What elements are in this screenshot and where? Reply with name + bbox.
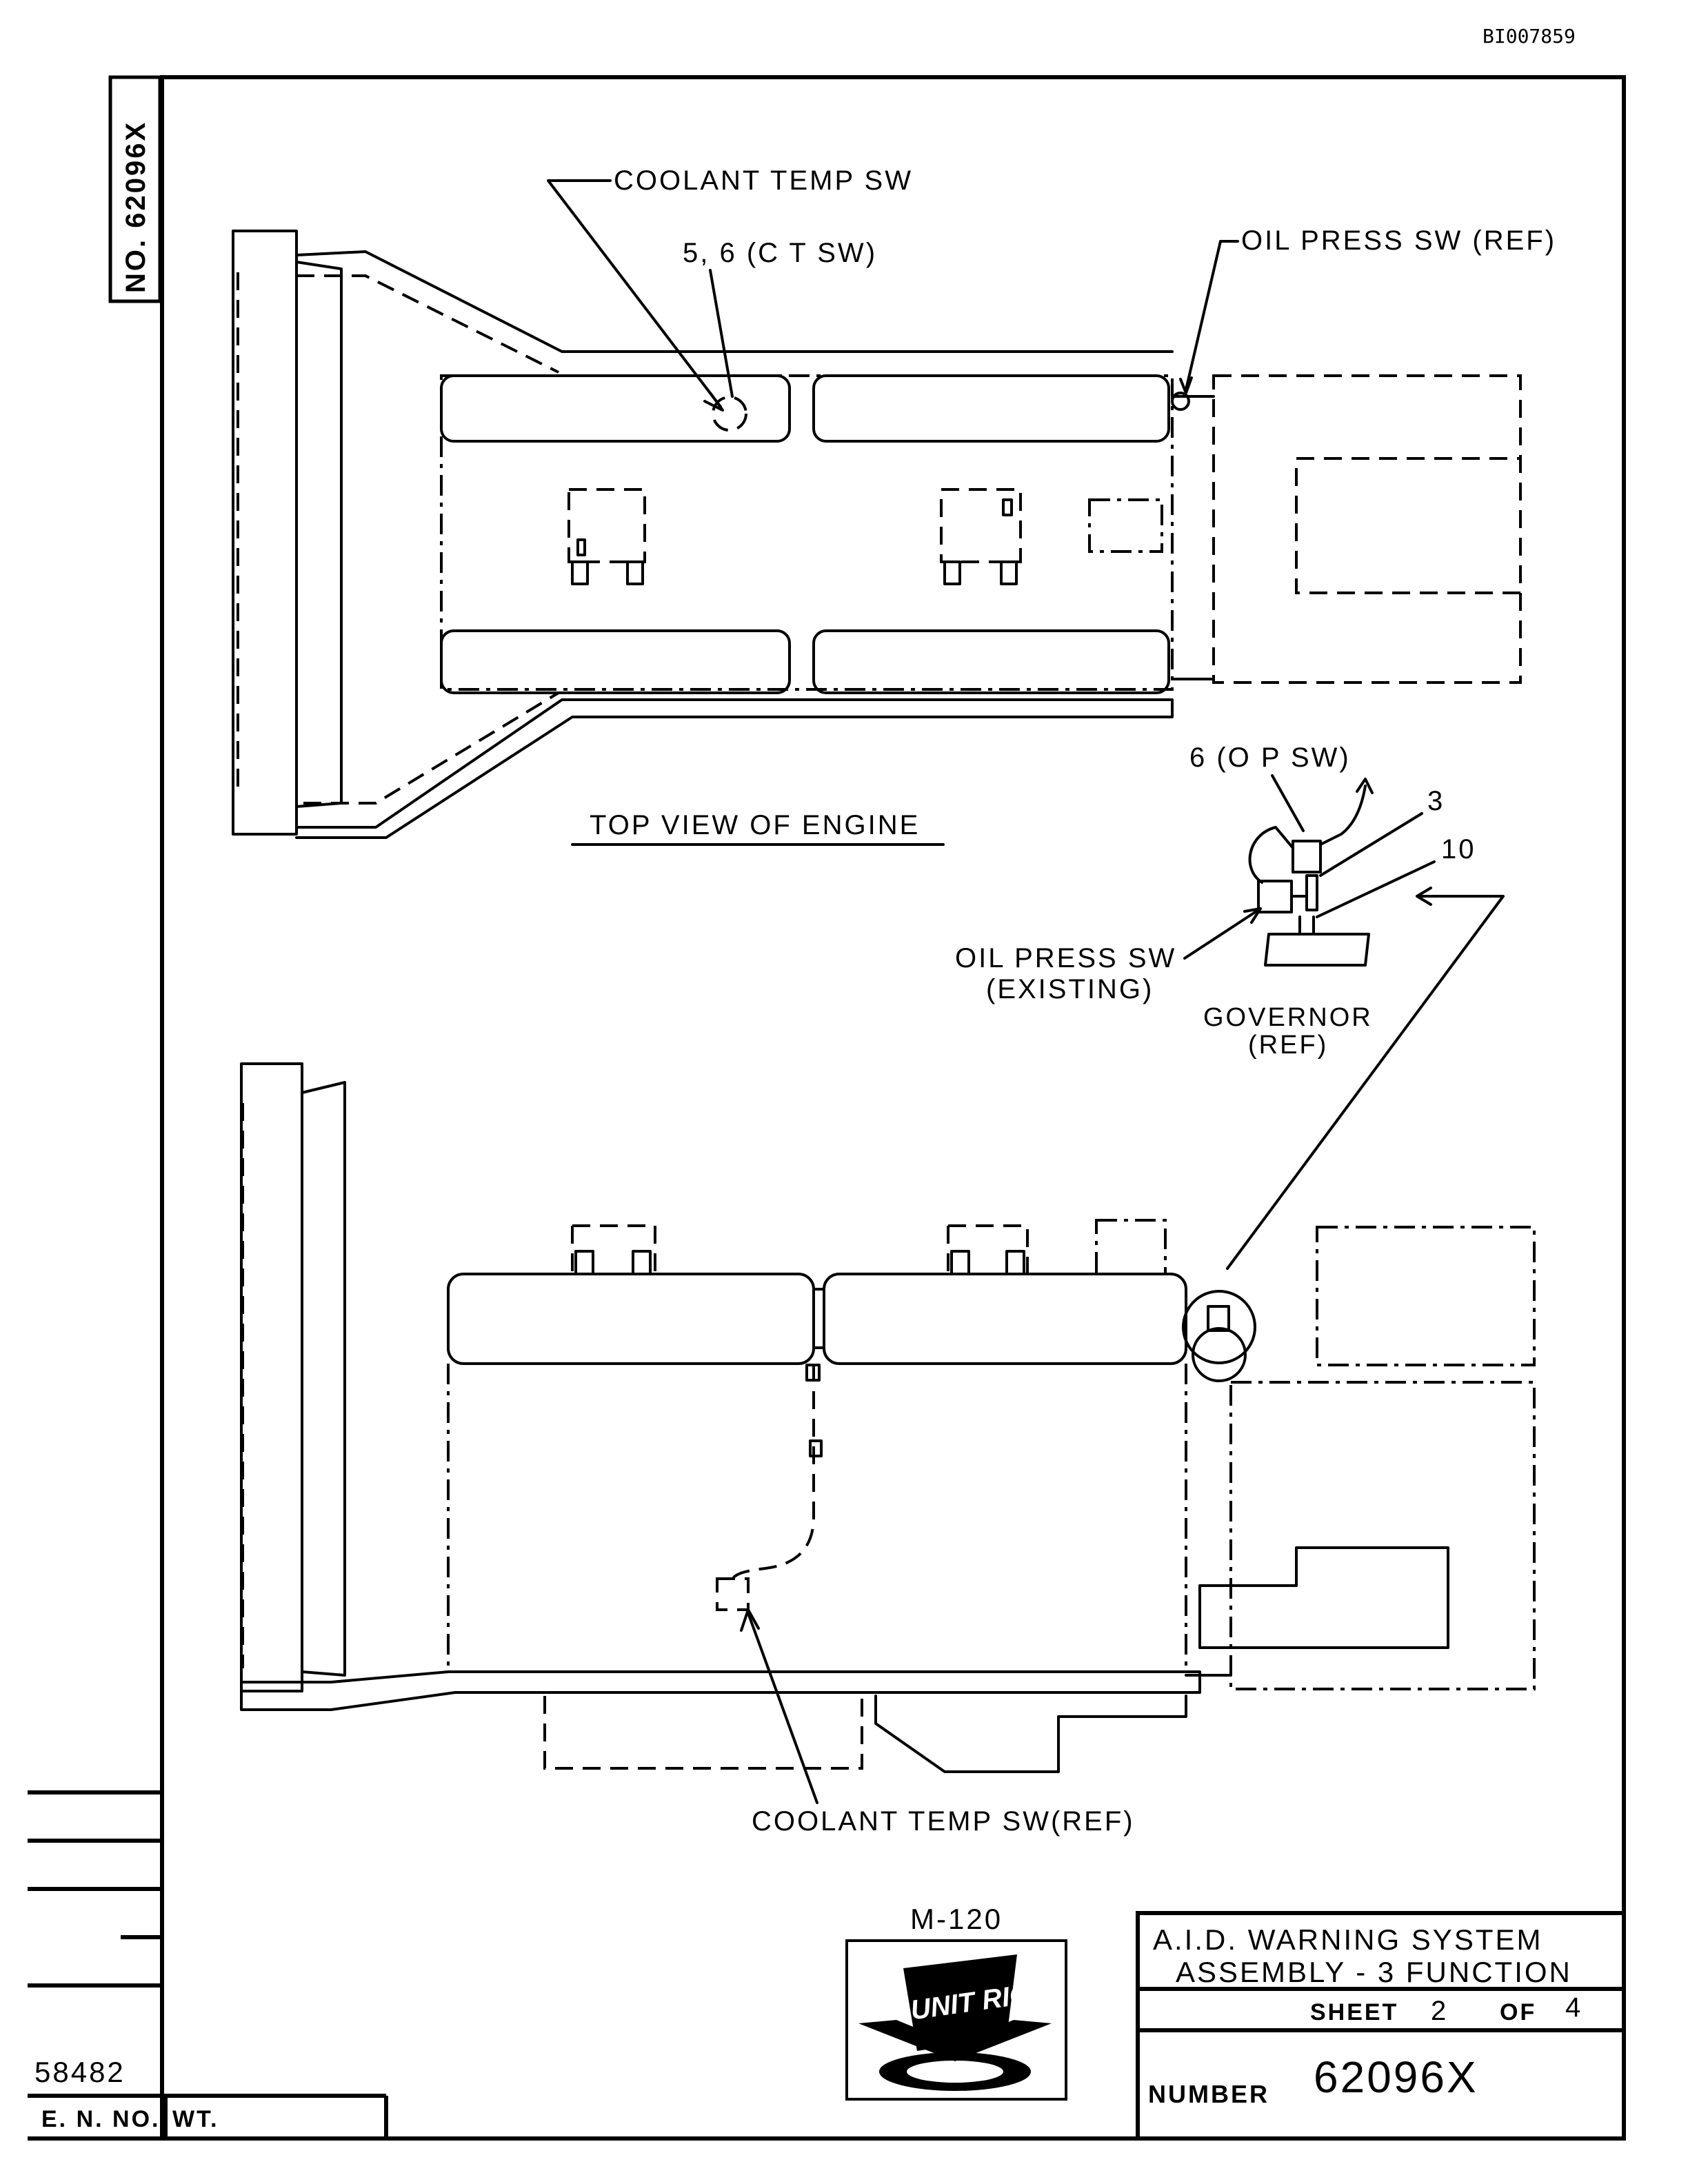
drawing-number: 62096X xyxy=(1314,2052,1478,2102)
label-ct-sw-callout: 5, 6 (C T SW) xyxy=(683,238,877,268)
title-line1: A.I.D. WARNING SYSTEM xyxy=(1153,1923,1543,1956)
sheet-label: SHEET xyxy=(1310,1999,1398,2025)
left-revision-block xyxy=(28,1790,388,2141)
sheet-num: 2 xyxy=(1431,1996,1448,2026)
wt-label: WT. xyxy=(172,2106,219,2132)
side-view-engine xyxy=(240,1062,1536,1773)
label-coolant-temp-sw-ref: COOLANT TEMP SW(REF) xyxy=(752,1806,1135,1837)
number-label: NUMBER xyxy=(1148,2080,1269,2108)
label-governor-2: (REF) xyxy=(1248,1031,1328,1060)
en-label: E. N. NO. xyxy=(41,2106,160,2132)
title-block xyxy=(1136,1911,1626,2141)
of-label: OF xyxy=(1500,1999,1536,2025)
label-coolant-temp-sw: COOLANT TEMP SW xyxy=(614,165,913,196)
label-oil-press-sw-ref: OIL PRESS SW (REF) xyxy=(1241,225,1556,256)
side-number-box: NO. 62096X xyxy=(108,75,162,303)
label-callout-10: 10 xyxy=(1441,834,1476,865)
unit-rig-logo xyxy=(845,1939,1067,2101)
drawing-frame xyxy=(160,75,1626,2141)
side-number: NO. 62096X xyxy=(121,121,151,293)
logo-model: M-120 xyxy=(910,1903,1003,1935)
doc-code: BI007859 xyxy=(1483,25,1576,48)
label-oil-press-existing-1: OIL PRESS SW xyxy=(955,943,1176,973)
governor-detail xyxy=(1248,778,1374,967)
label-governor-1: GOVERNOR xyxy=(1203,1003,1373,1032)
label-oil-press-existing-2: (EXISTING) xyxy=(986,974,1154,1004)
title-line2: ASSEMBLY - 3 FUNCTION xyxy=(1176,1956,1572,1988)
top-view-engine xyxy=(232,230,1522,839)
label-callout-3: 3 xyxy=(1427,786,1445,816)
en-value: 58482 xyxy=(34,2056,125,2088)
label-top-view: TOP VIEW OF ENGINE xyxy=(590,810,920,840)
sheet-total: 4 xyxy=(1565,1992,1582,2023)
label-op-sw-callout: 6 (O P SW) xyxy=(1189,742,1351,773)
